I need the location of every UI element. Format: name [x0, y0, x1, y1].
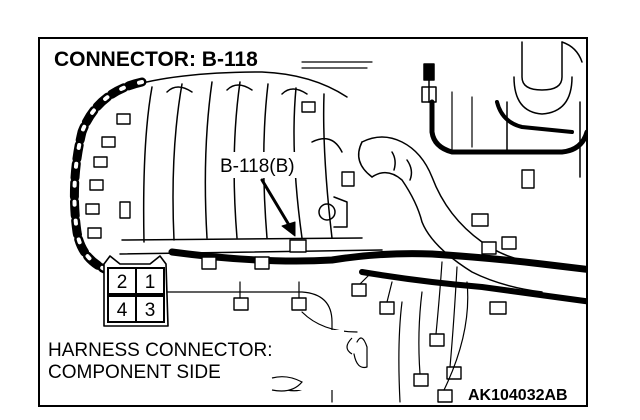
main-harness-middle: [168, 248, 586, 273]
main-harness-left: [69, 77, 147, 277]
engine-bay-illustration: 2 1 4 3 CONNECTOR: B-118 B-118(B) HARNES…: [44, 41, 586, 405]
caption-backdrop: [44, 330, 344, 390]
callout-label: B-118(B): [220, 156, 295, 177]
title-underline: [301, 61, 373, 69]
diagram-title: CONNECTOR: B-118: [54, 48, 258, 71]
figure-code: AK104032AB: [468, 387, 568, 404]
lower-wires: [239, 261, 469, 391]
injector-plug-top: [421, 63, 437, 103]
figure-code-backdrop: [465, 384, 586, 405]
left-loop-connectors: [85, 101, 355, 239]
injector-connectors: [201, 169, 535, 403]
air-duct: [357, 136, 543, 293]
sensor-fitting: [311, 137, 348, 228]
reservoir-cylinder: [506, 41, 583, 178]
callout-arrow: [260, 178, 296, 237]
pin-label: 1: [145, 272, 156, 293]
callout-backdrop: [217, 152, 319, 178]
pin-label: 4: [117, 300, 128, 321]
upper-right-harness: [429, 99, 586, 155]
diagram-frame: 2 1 4 3 CONNECTOR: B-118 B-118(B) HARNES…: [38, 37, 588, 407]
pin-grid: 2 1 4 3: [107, 267, 165, 323]
caption-line-1: HARNESS CONNECTOR:: [48, 340, 273, 361]
pin-label: 2: [117, 272, 128, 293]
caption-line-2: COMPONENT SIDE: [48, 362, 221, 383]
pin-label: 3: [145, 300, 156, 321]
